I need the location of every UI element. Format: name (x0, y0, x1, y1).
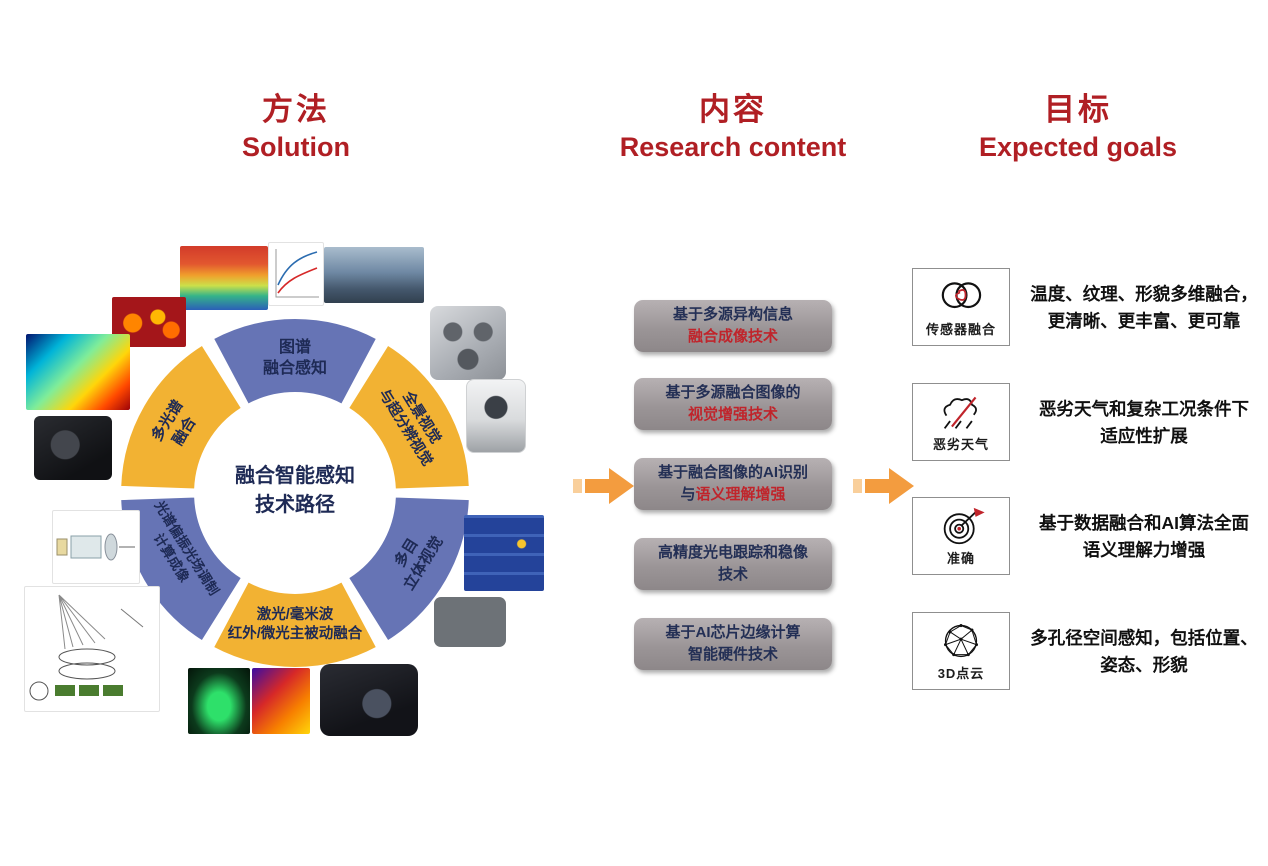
rbox-line2: 融合成像技术 (687, 328, 778, 345)
header-research-content: 内容 Research content (593, 84, 873, 163)
goal-text-line: 姿态、形貌 (1100, 655, 1188, 676)
point-cloud-icon (944, 624, 978, 658)
goal-text-sensor-fusion: 温度、纹理、形貌多维融合， 更清晰、更丰富、更可靠 (1020, 281, 1268, 335)
gimbal-camera-image (320, 664, 418, 736)
donut-center-line1: 融合智能感知 (235, 465, 355, 487)
thermal-people-image (252, 668, 310, 734)
curve-chart-svg (275, 249, 319, 298)
segment-label-laser-mmwave: 激光/毫米波 红外/微光主被动融合 (228, 606, 363, 644)
goal-box-label: 传感器融合 (925, 322, 996, 337)
goal-box-accuracy: 准确 (912, 497, 1010, 575)
header-content-en: Research content (619, 132, 847, 162)
rbox-line1: 高精度光电跟踪和稳像 (657, 544, 808, 562)
rbox-line2: 视觉增强技术 (687, 406, 778, 423)
segment-label-line: 激光/毫米波 (256, 607, 334, 624)
goal-box-point-cloud: 3D点云 (912, 612, 1010, 690)
goal-text-point-cloud: 多孔径空间感知，包括位置、 姿态、形貌 (1020, 625, 1268, 679)
optics-diagram-small-image (52, 510, 140, 584)
goal-text-bad-weather: 恶劣天气和复杂工况条件下 适应性扩展 (1020, 396, 1268, 450)
rbox-line2: 技术 (717, 566, 748, 583)
rbox-line1: 基于AI芯片边缘计算 (665, 624, 801, 642)
header-solution: 方法 Solution (171, 84, 421, 163)
flow-arrow-left (573, 468, 634, 504)
rainbow-thermal-image (26, 334, 130, 410)
goal-text-line: 温度、纹理、形貌多维融合， (1030, 284, 1258, 304)
optics-diagram-small-svg (56, 533, 135, 561)
donut-ring-svg (119, 317, 471, 669)
rbox-line1: 基于多源融合图像的 (665, 384, 801, 402)
goal-text-accuracy: 基于数据融合和AI算法全面 语义理解力增强 (1020, 510, 1268, 564)
rbox-line1: 基于多源异构信息 (672, 306, 793, 324)
lens-device-image (34, 416, 112, 480)
donut-center-line2: 技术路径 (255, 494, 335, 516)
research-box-ai-recognition: 基于融合图像的AI识别 与语义理解增强 (634, 458, 832, 510)
curve-chart-image (268, 242, 324, 306)
goal-text-line: 多孔径空间感知，包括位置、 (1030, 628, 1258, 648)
research-box-fusion-imaging: 基于多源异构信息 融合成像技术 (634, 300, 832, 352)
optics-diagram-large-image (24, 586, 160, 712)
header-content-zh: 内容 (699, 92, 767, 127)
segment-label-line: 融合感知 (262, 360, 328, 377)
ptz-camera-image (466, 379, 526, 453)
ring-segment-bottom-left (119, 495, 244, 643)
goal-text-line: 恶劣天气和复杂工况条件下 (1039, 399, 1249, 419)
rbox-line1: 基于融合图像的AI识别 (657, 464, 808, 482)
header-goals-zh: 目标 (1044, 92, 1112, 127)
ring-segment-top-right (346, 343, 471, 491)
flow-arrow-right (853, 468, 914, 504)
target-accuracy-icon (943, 507, 985, 545)
rbox-line2-prefix: 与 (680, 486, 696, 503)
header-expected-goals: 目标 Expected goals (938, 84, 1218, 163)
research-box-edge-hardware: 基于AI芯片边缘计算 智能硬件技术 (634, 618, 832, 670)
bad-weather-icon (943, 396, 977, 429)
goal-text-line: 基于数据融合和AI算法全面 (1039, 513, 1249, 533)
goal-box-bad-weather: 恶劣天气 (912, 383, 1010, 461)
spectral-cube-image (180, 246, 268, 310)
goal-box-label: 3D点云 (937, 666, 985, 681)
goal-box-label: 准确 (946, 551, 975, 566)
optics-diagram-large-svg (29, 594, 144, 701)
sensor-fusion-icon (941, 282, 982, 309)
research-box-vision-enhancement: 基于多源融合图像的 视觉增强技术 (634, 378, 832, 430)
goal-box-sensor-fusion: 传感器融合 (912, 268, 1010, 346)
segment-label-map-fusion: 图谱 融合感知 (263, 338, 327, 380)
research-box-tracking-stabilization: 高精度光电跟踪和稳像 技术 (634, 538, 832, 590)
panorama-image (324, 247, 424, 303)
night-vision-image (188, 668, 250, 734)
ring-segment-top (211, 317, 379, 407)
goal-text-line: 语义理解力增强 (1082, 540, 1206, 561)
rbox-line2: 与语义理解增强 (634, 484, 832, 506)
donut-center-title: 融合智能感知 技术路径 (235, 462, 355, 520)
multi-camera-rig-image (430, 306, 506, 380)
goal-text-line: 更清晰、更丰富、更可靠 (1047, 311, 1241, 332)
segment-label-line: 红外/微光主被动融合 (227, 626, 363, 642)
blue-blocks-image (464, 515, 544, 591)
goal-box-label: 恶劣天气 (932, 437, 989, 452)
rbox-line2: 智能硬件技术 (687, 646, 778, 663)
rbox-line2-red: 语义理解增强 (695, 486, 786, 503)
header-goals-en: Expected goals (978, 132, 1178, 162)
technology-path-donut: 融合智能感知 技术路径 图谱 融合感知 全景视觉 与超分辨视觉 多目 立体视觉 … (95, 293, 495, 693)
header-solution-zh: 方法 (262, 92, 330, 127)
header-solution-en: Solution (242, 132, 350, 162)
segment-label-line: 图谱 (278, 339, 312, 357)
stereo-camera-image (434, 597, 506, 647)
goal-text-line: 适应性扩展 (1100, 426, 1188, 447)
ring-segment-top-left (119, 343, 244, 491)
ring-segment-bottom-right (346, 495, 471, 643)
